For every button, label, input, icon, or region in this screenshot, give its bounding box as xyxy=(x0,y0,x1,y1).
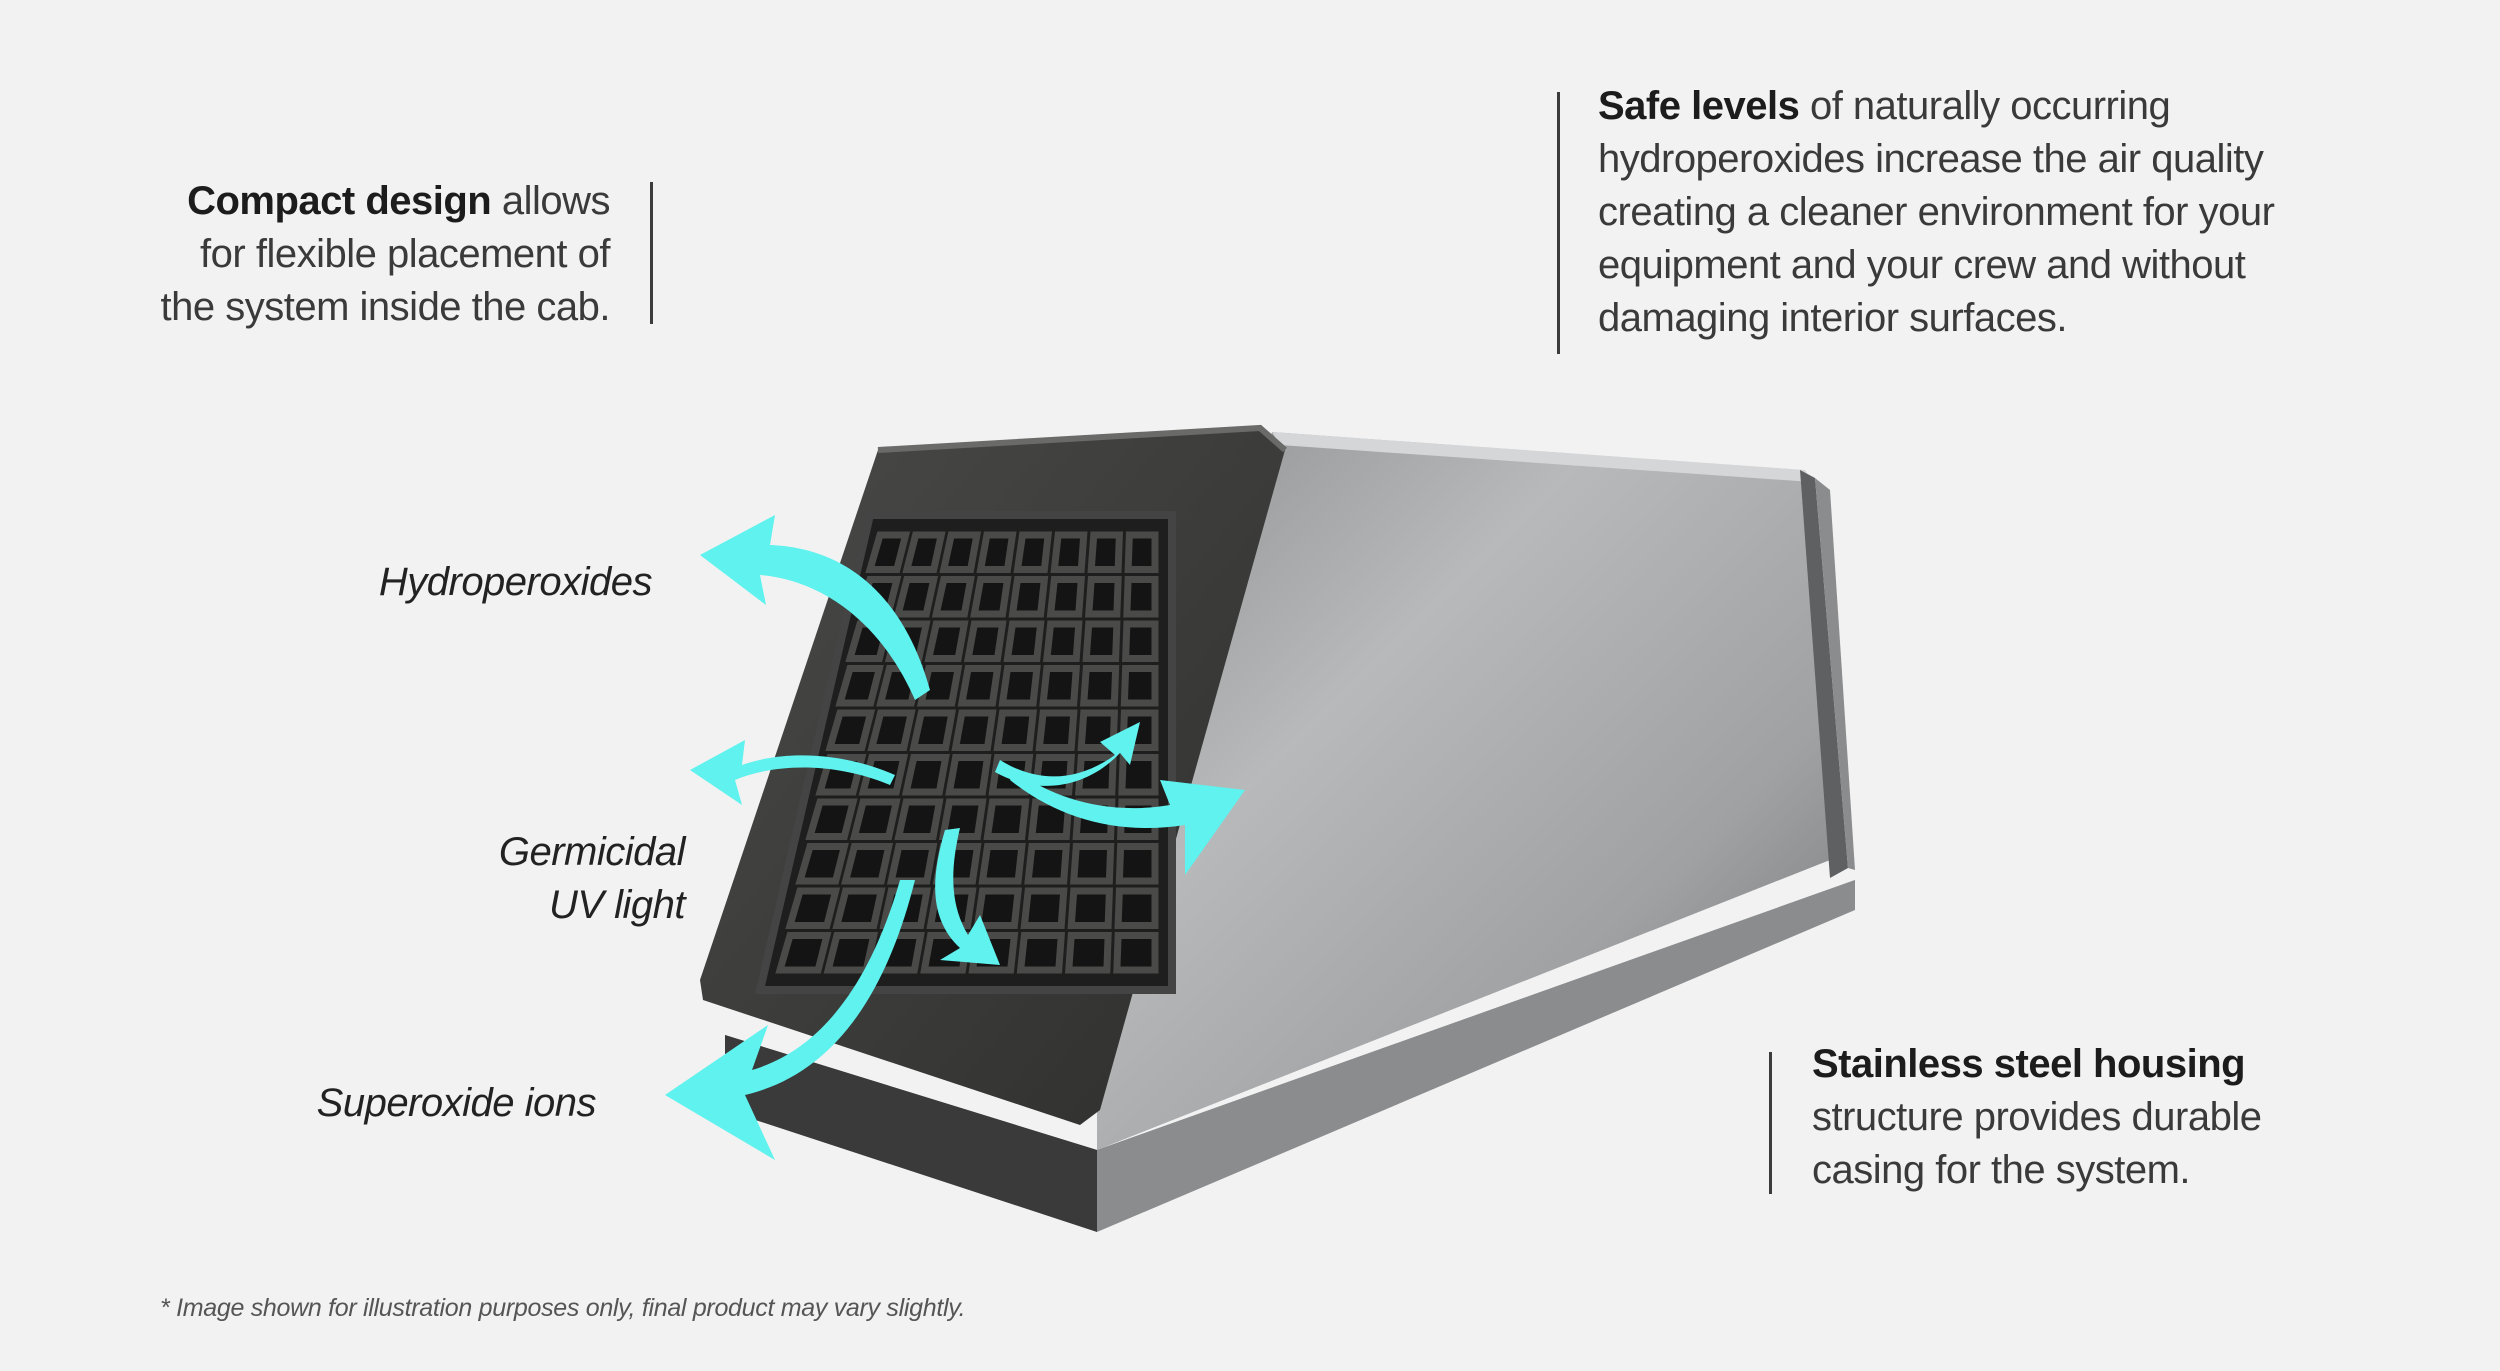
grille-cell xyxy=(976,531,1017,573)
grille-cell xyxy=(1003,620,1045,662)
grille-cell xyxy=(832,887,886,929)
grille-cell xyxy=(902,531,946,573)
grille-cell xyxy=(1016,932,1066,974)
grille-cell xyxy=(823,932,879,974)
airflow-arrows xyxy=(665,515,1245,1160)
stainless-housing-text-2: structure provides durable xyxy=(1812,1095,2262,1139)
grille-cell xyxy=(1013,531,1053,573)
grille-cell xyxy=(1042,620,1083,662)
grille-cell xyxy=(785,887,841,929)
stainless-divider xyxy=(1769,1052,1772,1194)
grille-cell xyxy=(893,576,939,618)
germicidal-label-line1: Germicidal xyxy=(498,830,686,874)
grille-cell xyxy=(825,709,876,751)
compact-design-text-3: the system inside the cab. xyxy=(160,285,611,329)
grille-cell xyxy=(1050,531,1088,573)
grille-cell xyxy=(1113,932,1159,974)
compact-design-text-2: for flexible placement of xyxy=(200,232,610,276)
grille-cell xyxy=(835,665,884,707)
grille-cell xyxy=(795,843,849,885)
grille-cell xyxy=(1064,932,1112,974)
grille-cell xyxy=(1039,665,1081,707)
stainless-housing-text-3: casing for the system. xyxy=(1812,1148,2191,1192)
grille-cell xyxy=(931,576,975,618)
compact-design-callout: Compact design allows for flexible place… xyxy=(110,175,611,334)
stainless-steel-housing xyxy=(1097,432,1830,1150)
grille-cell xyxy=(993,709,1038,751)
stainless-housing-heading: Stainless steel housing xyxy=(1812,1042,2246,1086)
grille-cell xyxy=(970,576,1012,618)
grille-cell xyxy=(957,665,1002,707)
grille-cell xyxy=(1067,887,1114,929)
safe-levels-text-4: equipment and your crew and without xyxy=(1598,243,2246,287)
grille-cell xyxy=(945,754,992,796)
grille-cell xyxy=(909,709,957,751)
grille-cell xyxy=(1020,887,1068,929)
grille-cell xyxy=(886,843,938,885)
grille-cell xyxy=(978,843,1026,885)
safe-levels-callout: Safe levels of naturally occurring hydro… xyxy=(1598,80,2318,345)
germicidal-label-line2: UV light xyxy=(548,883,686,927)
grille-cell xyxy=(849,798,901,840)
grille-cell xyxy=(1079,665,1120,707)
grille-cell xyxy=(963,620,1007,662)
safe-levels-text-1: of naturally occurring xyxy=(1799,84,2171,128)
grille-cell xyxy=(1046,576,1086,618)
grille-cell xyxy=(1123,576,1159,618)
safe-levels-heading: Safe levels xyxy=(1598,84,1800,128)
grille-cell xyxy=(1121,620,1159,662)
grille-cell xyxy=(1118,754,1159,796)
grille-cell xyxy=(939,531,982,573)
grille-cell xyxy=(983,798,1030,840)
safe-levels-text-5: damaging interior surfaces. xyxy=(1598,296,2067,340)
grille-cell xyxy=(973,887,1023,929)
grille-cell xyxy=(867,709,916,751)
stainless-housing-callout: Stainless steel housing structure provid… xyxy=(1812,1038,2372,1197)
grille-cell xyxy=(775,932,832,974)
safe-levels-text-3: creating a cleaner environment for your xyxy=(1598,190,2275,234)
grille-cell xyxy=(1035,709,1078,751)
compact-divider xyxy=(650,182,653,324)
grille-cell xyxy=(938,798,987,840)
germicidal-uv-label: Germicidal UV light xyxy=(380,826,686,932)
grille-cell xyxy=(1115,843,1159,885)
grille-cell xyxy=(924,620,969,662)
compact-design-heading: Compact design xyxy=(187,179,492,223)
grille-cell xyxy=(1024,843,1071,885)
compact-design-text-1: allows xyxy=(491,179,611,223)
grille-cell xyxy=(1124,531,1159,573)
grille-cell xyxy=(1069,843,1115,885)
hydroperoxides-label: Hydroperoxides xyxy=(378,560,653,604)
grille-cell xyxy=(1120,665,1159,707)
grille-cell xyxy=(865,531,911,573)
grille-cell xyxy=(998,665,1041,707)
grille-cell xyxy=(901,754,950,796)
grille-cell xyxy=(951,709,997,751)
grille-cell xyxy=(1082,620,1121,662)
safe-levels-text-2: hydroperoxides increase the air quality xyxy=(1598,137,2264,181)
grille-cell xyxy=(1084,576,1122,618)
grille-cell xyxy=(1087,531,1124,573)
superoxide-ions-label: Superoxide ions xyxy=(316,1081,597,1125)
grille-cell xyxy=(894,798,944,840)
safe-levels-divider xyxy=(1557,92,1560,354)
grille-cell xyxy=(1008,576,1049,618)
grille-cell xyxy=(841,843,894,885)
disclaimer-footnote: * Image shown for illustration purposes … xyxy=(160,1294,966,1322)
grille-cell xyxy=(1114,887,1159,929)
grille-cell xyxy=(805,798,858,840)
